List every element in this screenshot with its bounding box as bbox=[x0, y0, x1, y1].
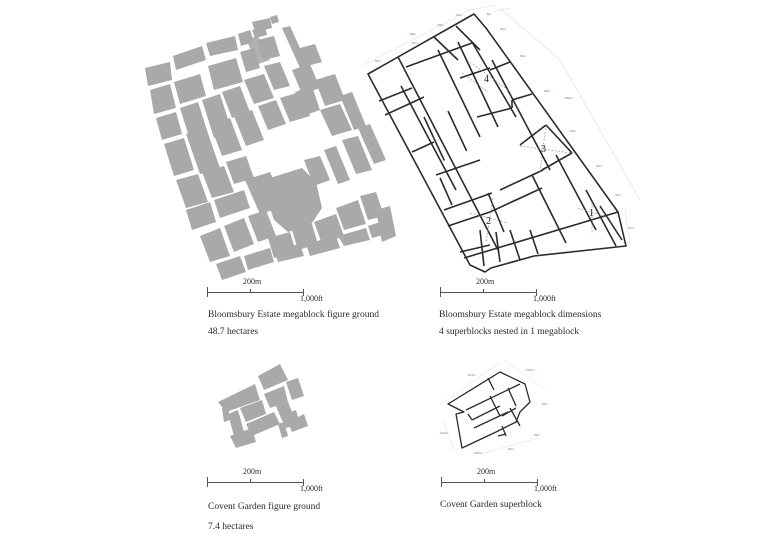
dimension-labels: 101m 131m 53m 53m 60m 136m 120m bbox=[440, 368, 548, 455]
svg-text:28m: 28m bbox=[544, 89, 550, 93]
caption-subtitle: 4 superblocks nested in 1 megablock bbox=[439, 327, 580, 337]
svg-text:53m: 53m bbox=[534, 433, 540, 437]
covent-garden-superblock-map: 101m 131m 53m 53m 60m 136m 120m bbox=[439, 359, 548, 455]
scale-imperial-label: 1,000ft bbox=[300, 484, 323, 493]
svg-text:120m: 120m bbox=[440, 431, 448, 435]
scale-bar: 200m 1,000ft bbox=[207, 277, 323, 310]
svg-text:136m: 136m bbox=[474, 451, 482, 455]
svg-text:131m: 131m bbox=[526, 368, 534, 372]
caption: Covent Garden superblock bbox=[440, 497, 542, 514]
svg-text:37m: 37m bbox=[628, 226, 634, 230]
svg-text:52m: 52m bbox=[438, 23, 444, 27]
svg-text:26m: 26m bbox=[570, 129, 576, 133]
superblock-labels: 1 2 3 4 bbox=[484, 74, 594, 227]
caption: Bloomsbury Estate megablock figure groun… bbox=[208, 307, 379, 341]
superblock-label-3: 3 bbox=[541, 144, 546, 155]
svg-text:98m: 98m bbox=[410, 32, 416, 36]
svg-text:60m: 60m bbox=[508, 447, 514, 451]
scale-imperial-label: 1,000ft bbox=[300, 294, 323, 303]
svg-text:57m: 57m bbox=[412, 41, 418, 45]
superblock-label-2: 2 bbox=[486, 216, 491, 227]
superblock-label-4: 4 bbox=[484, 74, 489, 85]
caption-title: Bloomsbury Estate megablock dimensions bbox=[439, 310, 602, 320]
svg-text:8m: 8m bbox=[487, 12, 492, 16]
caption-subtitle: 7.4 hectares bbox=[208, 522, 254, 532]
scale-imperial-label: 1,000ft bbox=[533, 294, 556, 303]
svg-text:101m: 101m bbox=[468, 373, 476, 377]
caption-title: Covent Garden superblock bbox=[440, 500, 542, 510]
svg-text:33m: 33m bbox=[596, 164, 602, 168]
caption-subtitle: 48.7 hectares bbox=[208, 327, 259, 337]
svg-text:31m: 31m bbox=[500, 27, 506, 31]
svg-text:51m: 51m bbox=[520, 54, 526, 58]
scale-metric-label: 200m bbox=[243, 467, 262, 476]
svg-text:32m: 32m bbox=[615, 193, 621, 197]
scale-metric-label: 200m bbox=[243, 277, 262, 286]
scale-bar: 200m 1,000ft bbox=[440, 277, 556, 310]
caption: Bloomsbury Estate megablock dimensions 4… bbox=[439, 307, 601, 341]
scale-bar: 200m 1,000ft bbox=[441, 467, 557, 500]
caption-title: Covent Garden figure ground bbox=[208, 502, 321, 512]
bloomsbury-figure-ground-map bbox=[145, 15, 396, 280]
svg-text:53m: 53m bbox=[542, 402, 548, 406]
scale-metric-label: 200m bbox=[476, 277, 495, 286]
scale-imperial-label: 1,000ft bbox=[534, 484, 557, 493]
svg-text:53m: 53m bbox=[375, 59, 381, 63]
covent-garden-figure-ground-map bbox=[218, 364, 308, 448]
caption-title: Bloomsbury Estate megablock figure groun… bbox=[208, 310, 379, 320]
svg-text:31m: 31m bbox=[456, 13, 462, 17]
scale-bar: 200m 1,000ft bbox=[207, 467, 323, 500]
dimension-labels: 53m 98m 57m 52m 31m 8m 31m 51m 28m 150m … bbox=[375, 12, 634, 230]
superblock-label-1: 1 bbox=[589, 208, 594, 219]
bloomsbury-dimensions-map: 53m 98m 57m 52m 31m 8m 31m 51m 28m 150m … bbox=[363, 4, 641, 273]
svg-text:150m: 150m bbox=[565, 96, 573, 100]
scale-metric-label: 200m bbox=[477, 467, 496, 476]
caption: Covent Garden figure ground 7.4 hectares bbox=[208, 497, 320, 537]
